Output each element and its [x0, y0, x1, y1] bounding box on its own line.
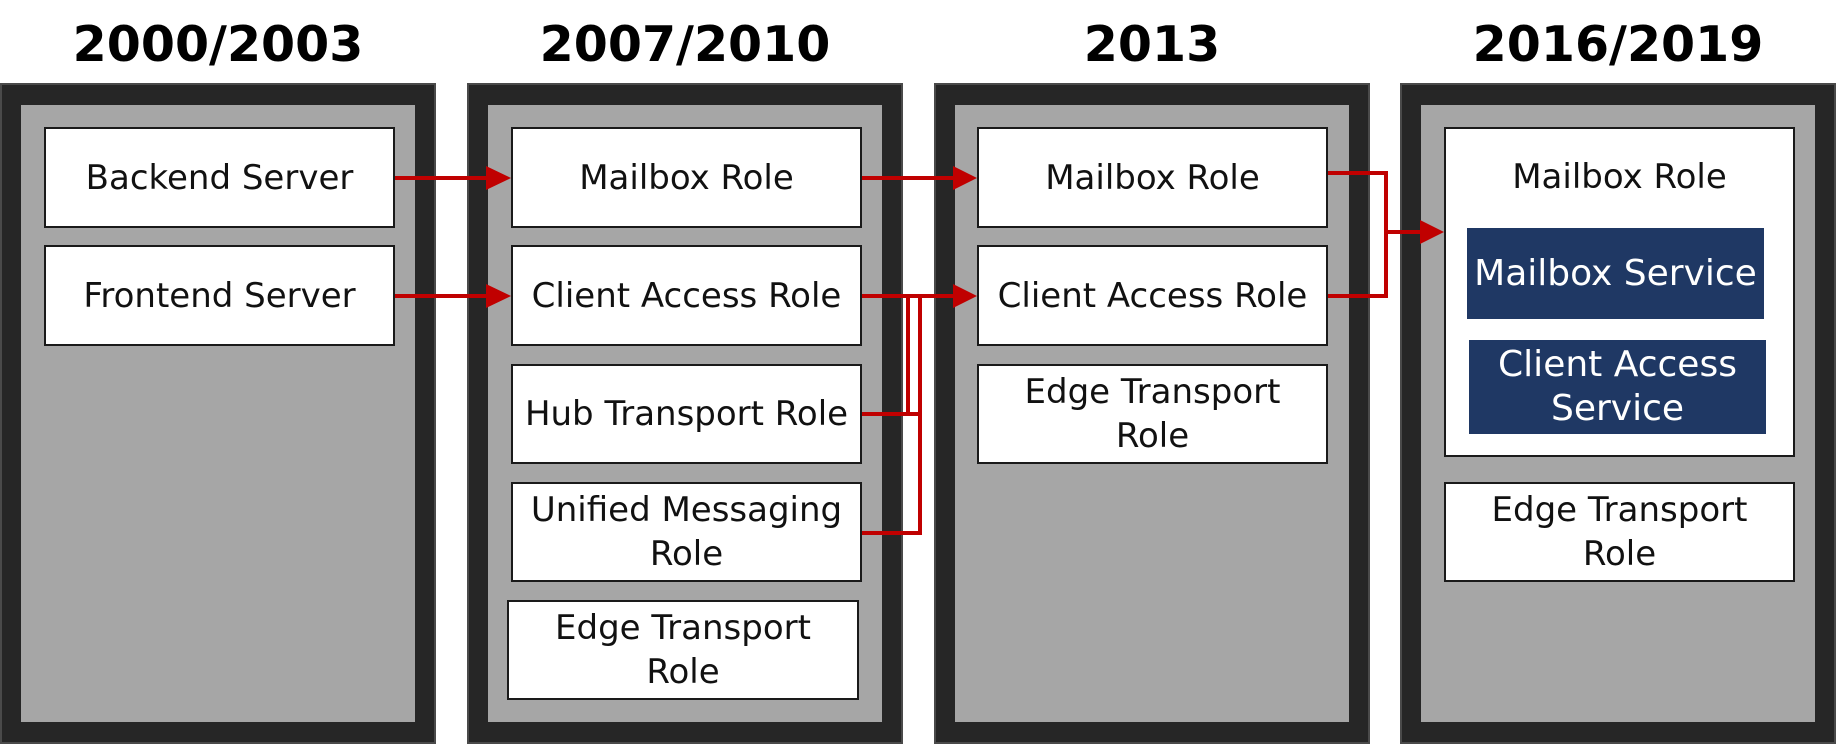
column-title-2000-2003: 2000/2003	[72, 16, 364, 73]
role-client-access: Client Access Role	[511, 245, 862, 346]
column-title-2013: 2013	[1083, 16, 1221, 73]
role-backend-server: Backend Server	[44, 127, 395, 228]
service-mailbox: Mailbox Service	[1467, 228, 1764, 319]
role-mailbox: Mailbox Role	[977, 127, 1328, 228]
role-mailbox: Mailbox Role	[511, 127, 862, 228]
role-unified-messaging: Unified Messaging Role	[511, 482, 862, 582]
role-edge-transport: Edge Transport Role	[977, 364, 1328, 464]
service-client-access: Client Access Service	[1469, 340, 1766, 434]
role-edge-transport: Edge Transport Role	[1444, 482, 1795, 582]
role-client-access: Client Access Role	[977, 245, 1328, 346]
role-frontend-server: Frontend Server	[44, 245, 395, 346]
role-mailbox-label: Mailbox Role	[1512, 157, 1727, 197]
role-hub-transport: Hub Transport Role	[511, 364, 862, 464]
column-title-2016-2019: 2016/2019	[1472, 16, 1764, 73]
column-title-2007-2010: 2007/2010	[539, 16, 831, 73]
role-edge-transport: Edge Transport Role	[507, 600, 859, 700]
